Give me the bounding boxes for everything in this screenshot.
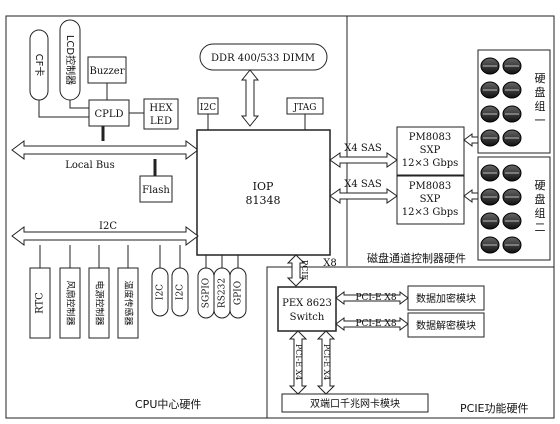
i2c-bus-arrow bbox=[11, 226, 199, 246]
sas-arrow-2 bbox=[329, 188, 398, 204]
pcie-x8-label-2: PCI-E X8 bbox=[355, 319, 396, 329]
pm8083-2-line-2: SXP bbox=[420, 194, 441, 205]
pm8083-1-line-3: 12×3 Gbps bbox=[402, 158, 459, 169]
pex-switch-box bbox=[277, 286, 337, 332]
pm8083-box-2 bbox=[396, 175, 465, 225]
fan-controller-label: 风扇控制器 bbox=[65, 280, 77, 325]
cf-card-label: CF卡 bbox=[33, 54, 46, 77]
lcd-controller-label: LCD控制器 bbox=[64, 35, 77, 85]
hex-led-label-1: HEX bbox=[149, 103, 173, 114]
nic-module-label: 双端口千兆网卡模块 bbox=[310, 397, 400, 410]
pm8083-1-line-2: SXP bbox=[420, 145, 441, 156]
pcie-x4-label-1: PCI-E X4 bbox=[294, 344, 303, 381]
iop-label-2: 81348 bbox=[246, 194, 281, 207]
sgpio-label: SGPIO bbox=[202, 278, 212, 308]
outer-frame bbox=[5, 15, 555, 419]
disk-group-char: 硬 bbox=[535, 72, 546, 85]
power-controller-label: 电源控制器 bbox=[94, 280, 106, 325]
ddr-dimm-box bbox=[199, 43, 328, 71]
disk-region-label: 磁盘通道控制器硬件 bbox=[367, 251, 466, 265]
disk-icons bbox=[480, 57, 522, 254]
cpld-box bbox=[88, 99, 130, 127]
gpio-label: GPIO bbox=[234, 281, 244, 305]
cpld-label: CPLD bbox=[94, 109, 123, 120]
disk-group-char: 一 bbox=[535, 114, 546, 127]
rtc-box bbox=[29, 267, 51, 339]
sas-label-2: X4 SAS bbox=[344, 179, 382, 190]
i2c-a-box bbox=[151, 267, 169, 317]
pm8083-1-line-1: PM8083 bbox=[409, 132, 451, 143]
buzzer-label: Buzzer bbox=[89, 66, 124, 77]
i2c-top-label: I2C bbox=[200, 103, 216, 113]
hex-led-label-2: LED bbox=[150, 116, 172, 127]
temp-sensor-label: 温度传感器 bbox=[123, 280, 135, 325]
disk-group-char: 盘 bbox=[535, 192, 546, 206]
iop-label-1: IOP bbox=[253, 180, 274, 193]
rs232-label: RS232 bbox=[218, 278, 228, 308]
disk-group-char: 组 bbox=[535, 206, 546, 220]
pex-label-2: Switch bbox=[290, 312, 325, 323]
fan-controller-box bbox=[59, 267, 81, 339]
i2c-bus-label: I2C bbox=[99, 221, 117, 232]
encrypt-module-label: 数据加密模块 bbox=[416, 292, 476, 305]
pm8083-box-1 bbox=[396, 126, 465, 176]
pcie-vertical-label: PCIE bbox=[300, 260, 309, 281]
nic-module-box bbox=[281, 393, 429, 413]
cpu-region-label: CPU中心硬件 bbox=[135, 398, 201, 411]
cf-to-cpld-line bbox=[38, 100, 89, 118]
pcie-region-border bbox=[266, 266, 554, 418]
sas-label-1: X4 SAS bbox=[344, 143, 382, 154]
disk-group-char: 硬 bbox=[535, 179, 546, 192]
i2c-b-box bbox=[171, 267, 189, 317]
pm8083-2-line-1: PM8083 bbox=[409, 181, 451, 192]
ddr-iop-arrow bbox=[240, 69, 260, 127]
temp-sensor-box bbox=[117, 267, 139, 339]
local-bus-arrow bbox=[11, 140, 199, 160]
lcd-to-cpld-line bbox=[69, 100, 89, 109]
sas-arrow-1 bbox=[329, 152, 398, 168]
x8-label: X8 bbox=[323, 258, 336, 269]
i2c-b-label: I2C bbox=[176, 284, 186, 300]
hex-led-box bbox=[143, 98, 179, 130]
encrypt-module-box bbox=[407, 285, 485, 311]
disk-group-char: 盘 bbox=[535, 85, 546, 99]
flash-label: Flash bbox=[142, 185, 170, 196]
jtag-label: JTAG bbox=[293, 103, 317, 113]
gpio-box bbox=[229, 267, 247, 319]
pcie-x8-label-1: PCI-E X8 bbox=[355, 293, 396, 303]
pex-label-1: PEX 8623 bbox=[282, 298, 332, 309]
decrypt-module-label: 数据解密模块 bbox=[416, 319, 476, 332]
power-controller-box bbox=[88, 267, 110, 339]
iop-chip-box bbox=[196, 129, 331, 256]
pm8083-2-line-3: 12×3 Gbps bbox=[402, 207, 459, 218]
ddr-dimm-label: DDR 400/533 DIMM bbox=[211, 53, 315, 64]
i2c-a-label: I2C bbox=[156, 284, 166, 300]
rtc-label: RTC bbox=[35, 292, 46, 314]
local-bus-label: Local Bus bbox=[65, 160, 115, 171]
pcie-x8-arrow bbox=[286, 254, 306, 287]
pcie-region-label: PCIE功能硬件 bbox=[460, 401, 529, 415]
flash-box bbox=[139, 175, 173, 203]
decrypt-module-box bbox=[407, 312, 485, 338]
disk-group-char: 组 bbox=[535, 99, 546, 113]
pcie-x4-label-2: PCI-E X4 bbox=[322, 344, 331, 381]
disk-group-char: 二 bbox=[535, 221, 546, 234]
